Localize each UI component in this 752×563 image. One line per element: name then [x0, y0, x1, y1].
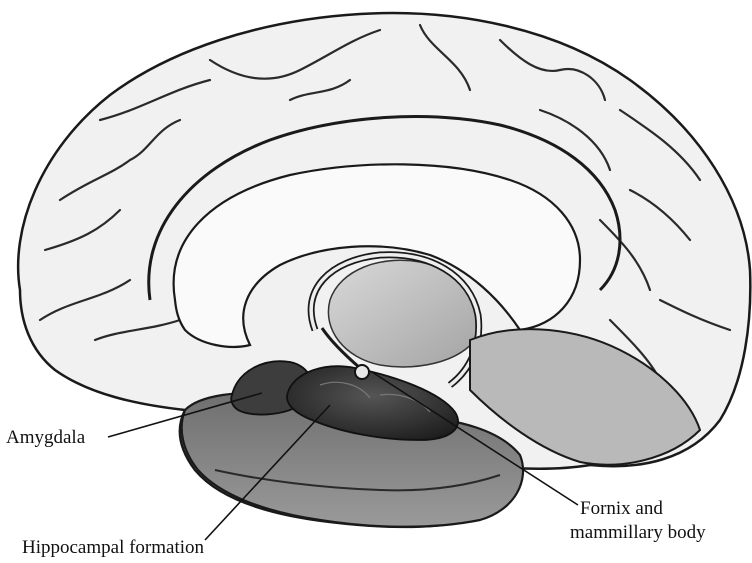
- hippocampal-formation-label: Hippocampal formation: [22, 536, 204, 559]
- mammillary-body: [355, 365, 369, 379]
- amygdala-label: Amygdala: [6, 426, 85, 449]
- fornix-label-line-2: mammillary body: [570, 521, 706, 544]
- fornix-label-line-1: Fornix and: [580, 497, 663, 520]
